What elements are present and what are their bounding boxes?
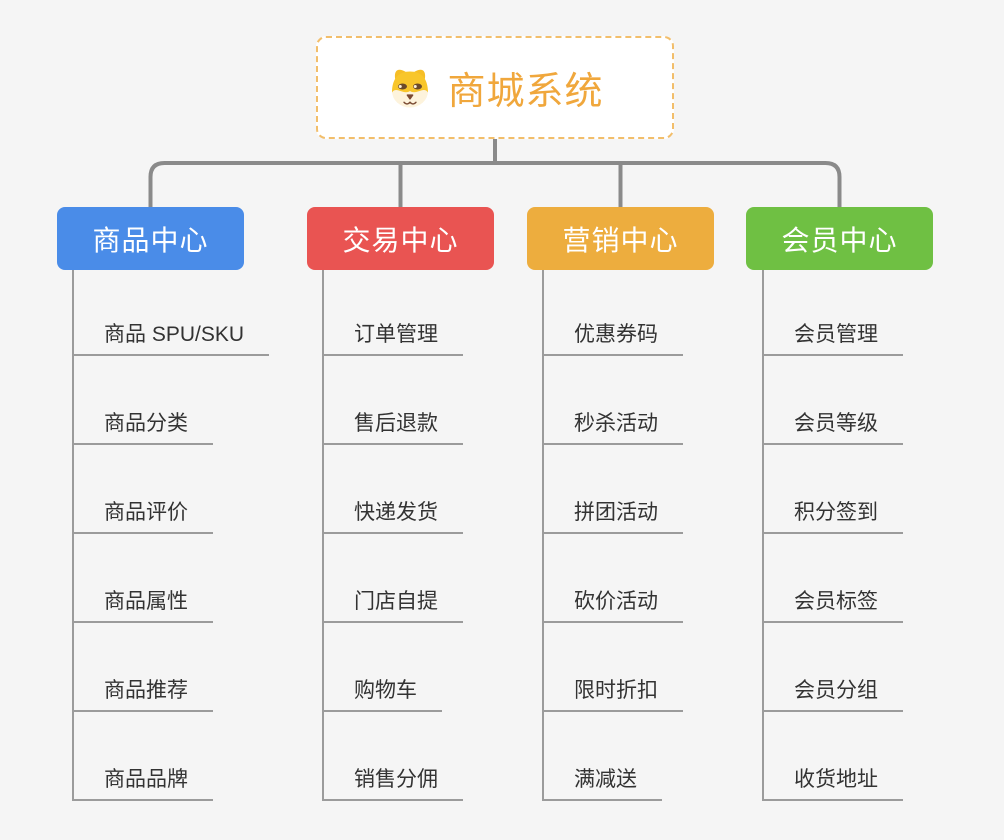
branch-trunk-line (322, 270, 324, 799)
branch-marketing-center[interactable]: 营销中心 (527, 207, 714, 270)
topic-item[interactable]: 拼团活动 (542, 500, 683, 534)
branch-product-center[interactable]: 商品中心 (57, 207, 244, 270)
topic-item[interactable]: 订单管理 (322, 322, 463, 356)
branch-label: 交易中心 (342, 224, 459, 256)
topic-item[interactable]: 商品品牌 (72, 767, 213, 801)
branch-member-center[interactable]: 会员中心 (746, 207, 933, 270)
topic-item[interactable]: 会员等级 (762, 411, 903, 445)
branch-trunk-line (762, 270, 764, 799)
branch-trade-center[interactable]: 交易中心 (307, 207, 494, 270)
topic-item[interactable]: 商品 SPU/SKU (72, 322, 270, 356)
topic-item[interactable]: 门店自提 (322, 589, 463, 623)
topic-item[interactable]: 商品属性 (72, 589, 213, 623)
branch-label: 会员中心 (781, 224, 898, 256)
topic-item[interactable]: 优惠券码 (542, 322, 683, 356)
branch-trunk-line (542, 270, 544, 799)
topic-item[interactable]: 商品评价 (72, 500, 213, 534)
branch-label: 商品中心 (92, 224, 209, 256)
topic-item[interactable]: 商品分类 (72, 411, 213, 445)
root-topic-label: 商城系统 (447, 71, 604, 113)
topic-item[interactable]: 收货地址 (762, 767, 903, 801)
branch-trunk-line (72, 270, 74, 799)
topic-item[interactable]: 会员标签 (762, 589, 903, 623)
topic-item[interactable]: 限时折扣 (542, 678, 683, 712)
root-topic[interactable]: 商城系统 (316, 36, 674, 139)
topic-item[interactable]: 会员分组 (762, 678, 903, 712)
branch-label: 营销中心 (562, 224, 679, 256)
topic-item[interactable]: 会员管理 (762, 322, 903, 356)
topic-item[interactable]: 积分签到 (762, 500, 903, 534)
topic-item[interactable]: 快递发货 (322, 500, 463, 534)
topic-item[interactable]: 购物车 (322, 678, 442, 712)
topic-item[interactable]: 售后退款 (322, 411, 463, 445)
topic-item[interactable]: 销售分佣 (322, 767, 463, 801)
topic-item[interactable]: 满减送 (542, 767, 662, 801)
topic-item[interactable]: 商品推荐 (72, 678, 213, 712)
topic-item[interactable]: 砍价活动 (542, 589, 683, 623)
dog-icon (392, 69, 429, 107)
topic-item[interactable]: 秒杀活动 (542, 411, 683, 445)
